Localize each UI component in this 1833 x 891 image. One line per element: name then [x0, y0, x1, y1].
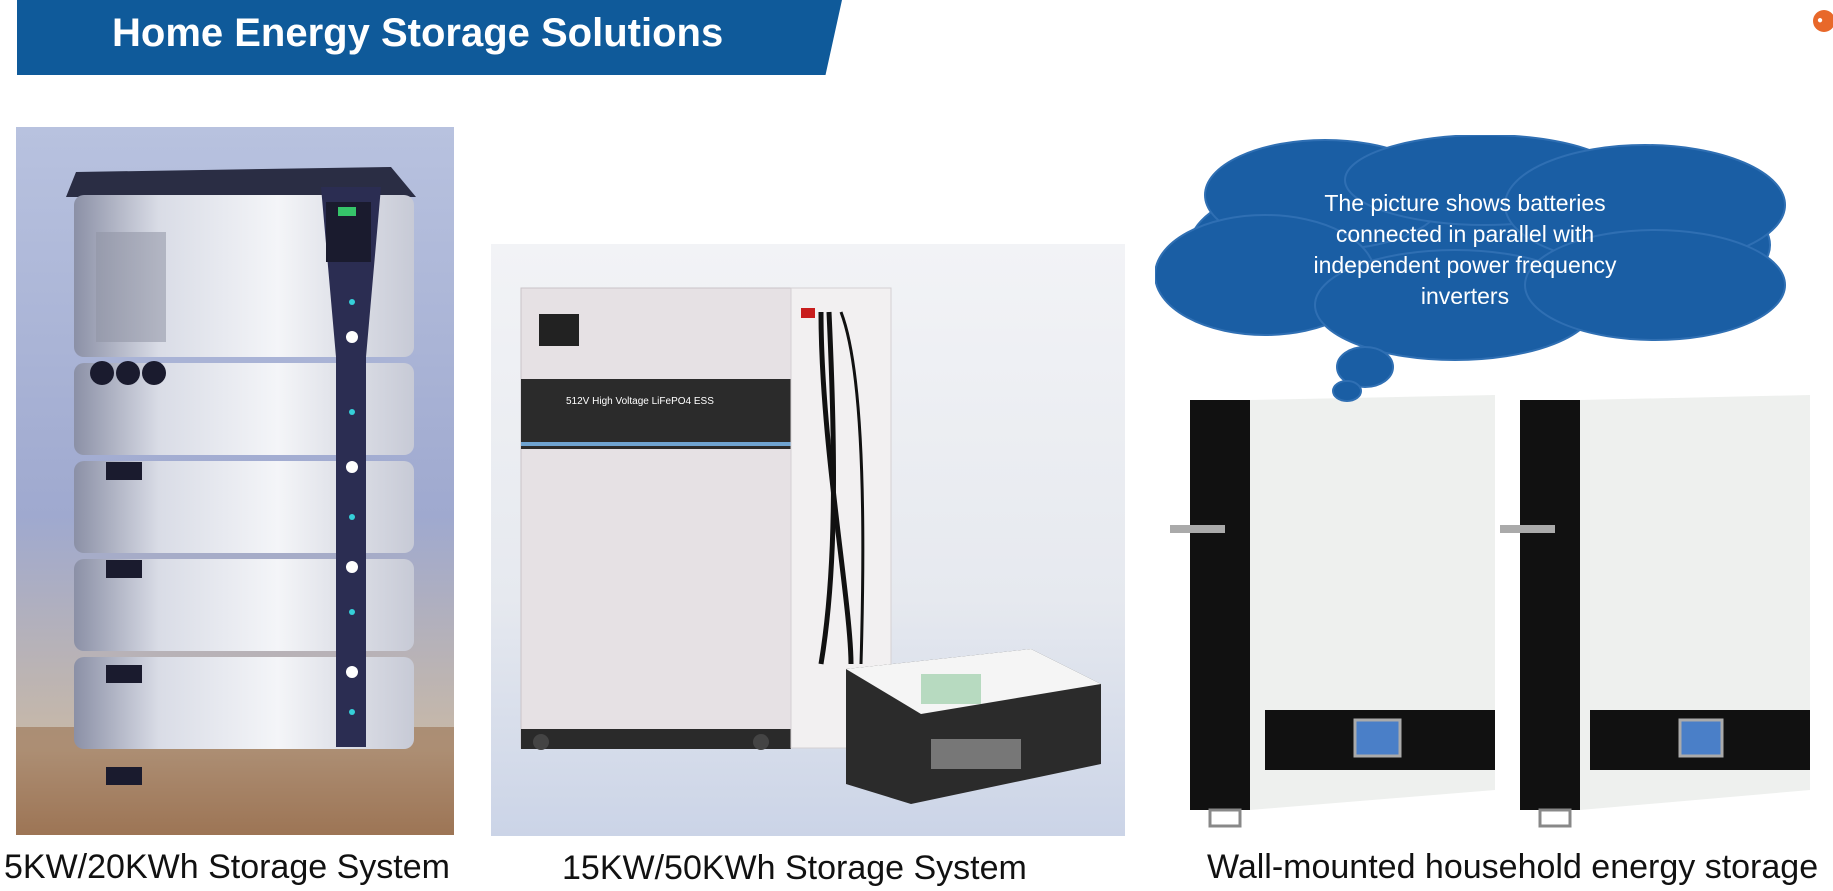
slide-title: Home Energy Storage Solutions: [112, 11, 724, 55]
cabinet-battery-with-inverter-photo: 512V High Voltage LiFePO4 ESS: [491, 244, 1125, 836]
cabinet-label: 512V High Voltage LiFePO4 ESS: [566, 396, 714, 407]
product-caption-1: 5KW/20KWh Storage System: [4, 848, 450, 886]
cabinet-illustration: 512V High Voltage LiFePO4 ESS: [520, 287, 1101, 804]
wall-mounted-batteries-photo: [1150, 370, 1833, 830]
stacked-battery-tower-illustration: [16, 167, 454, 835]
wall-mounted-batteries-illustration: [1170, 395, 1810, 828]
thought-cloud-callout: [1155, 135, 1786, 402]
stacked-battery-tower-photo: [16, 127, 454, 835]
title-banner: [17, 0, 842, 75]
brand-logo-icon: ●: [1813, 10, 1833, 32]
callout-text: The picture shows batteries connected in…: [1313, 190, 1617, 309]
product-caption-2: 15KW/50KWh Storage System: [562, 849, 1027, 887]
product-caption-3: Wall-mounted household energy storage: [1207, 848, 1819, 886]
